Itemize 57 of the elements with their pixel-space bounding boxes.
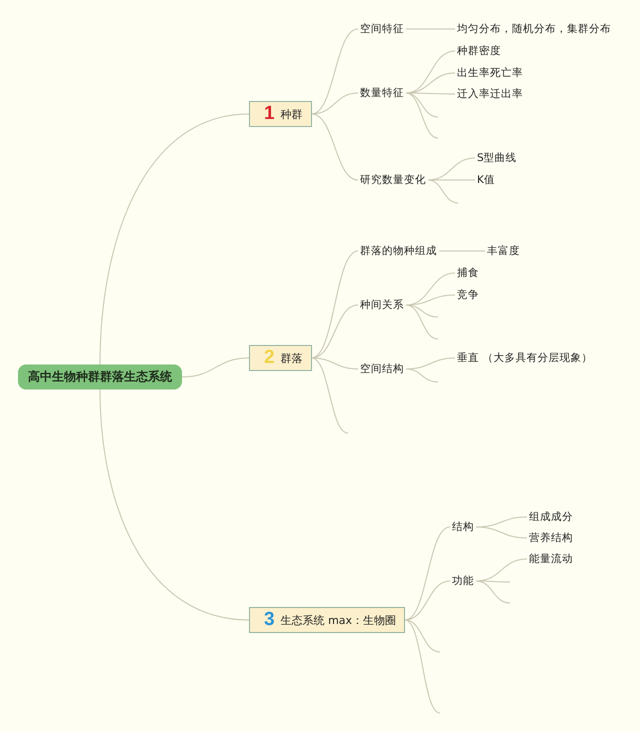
branch-line xyxy=(406,92,456,94)
topic-label: 种群 xyxy=(280,106,303,122)
branch-line xyxy=(311,358,348,434)
subtopic-label: 丰富度 xyxy=(485,243,522,259)
subtopic-label: 均匀分布，随机分布，集群分布 xyxy=(455,21,613,37)
topic-box xyxy=(249,345,312,371)
branch-line xyxy=(404,620,440,652)
branch-line xyxy=(311,304,358,358)
subtopic-label: 种间关系 xyxy=(358,297,406,313)
subtopic-label: 功能 xyxy=(450,573,476,589)
subtopic-label: 能量流动 xyxy=(527,551,575,567)
branch-line xyxy=(404,620,440,714)
subtopic-label: 种群密度 xyxy=(455,43,503,59)
subtopic-label: 营养结构 xyxy=(527,530,575,546)
branch-line xyxy=(100,389,250,620)
branch-line xyxy=(406,50,456,94)
topic-box xyxy=(249,101,312,127)
branch-line xyxy=(404,580,450,620)
topic-label: 生态系统 max：生物圈 xyxy=(280,612,396,628)
subtopic-label: 竞争 xyxy=(455,287,481,303)
branch-line xyxy=(476,526,528,538)
branch-line xyxy=(311,92,358,114)
subtopic-label: 迁入率迁出率 xyxy=(455,86,525,102)
branch-line xyxy=(476,580,510,604)
subtopic-label: 空间特征 xyxy=(358,21,406,37)
branch-line xyxy=(406,92,438,118)
subtopic-label: 结构 xyxy=(450,519,476,535)
branch-line xyxy=(428,180,458,204)
number-marker: 3 xyxy=(264,610,275,630)
branch-line xyxy=(404,526,450,620)
number-marker: 1 xyxy=(264,104,275,124)
number-marker: 2 xyxy=(264,348,275,368)
subtopic-label: 捕食 xyxy=(455,265,481,281)
branch-line xyxy=(311,28,358,114)
topic-box xyxy=(249,607,406,633)
branch-line xyxy=(311,250,358,358)
subtopic-label: 组成成分 xyxy=(527,509,575,525)
subtopic-label: 空间结构 xyxy=(358,361,406,377)
branch-line xyxy=(311,358,358,370)
branch-line xyxy=(406,92,438,138)
subtopic-label: 出生率死亡率 xyxy=(455,65,525,81)
subtopic-label: 群落的物种组成 xyxy=(358,243,439,259)
subtopic-label: K值 xyxy=(475,172,497,188)
branch-line xyxy=(100,114,250,365)
subtopic-label: 数量特征 xyxy=(358,85,406,101)
subtopic-label: S型曲线 xyxy=(475,150,519,166)
branch-line xyxy=(406,368,438,382)
branch-line xyxy=(182,358,250,378)
branch-line xyxy=(406,304,438,318)
branch-line xyxy=(406,28,456,30)
topic-label: 群落 xyxy=(280,350,303,366)
branch-line xyxy=(406,304,438,340)
branch-line xyxy=(438,250,486,252)
subtopic-label: 研究数量变化 xyxy=(358,172,428,188)
root-topic: 高中生物种群群落生态系统 xyxy=(18,364,182,390)
subtopic-label: 垂直 （大多具有分层现象） xyxy=(455,350,594,366)
branch-line xyxy=(311,114,358,180)
